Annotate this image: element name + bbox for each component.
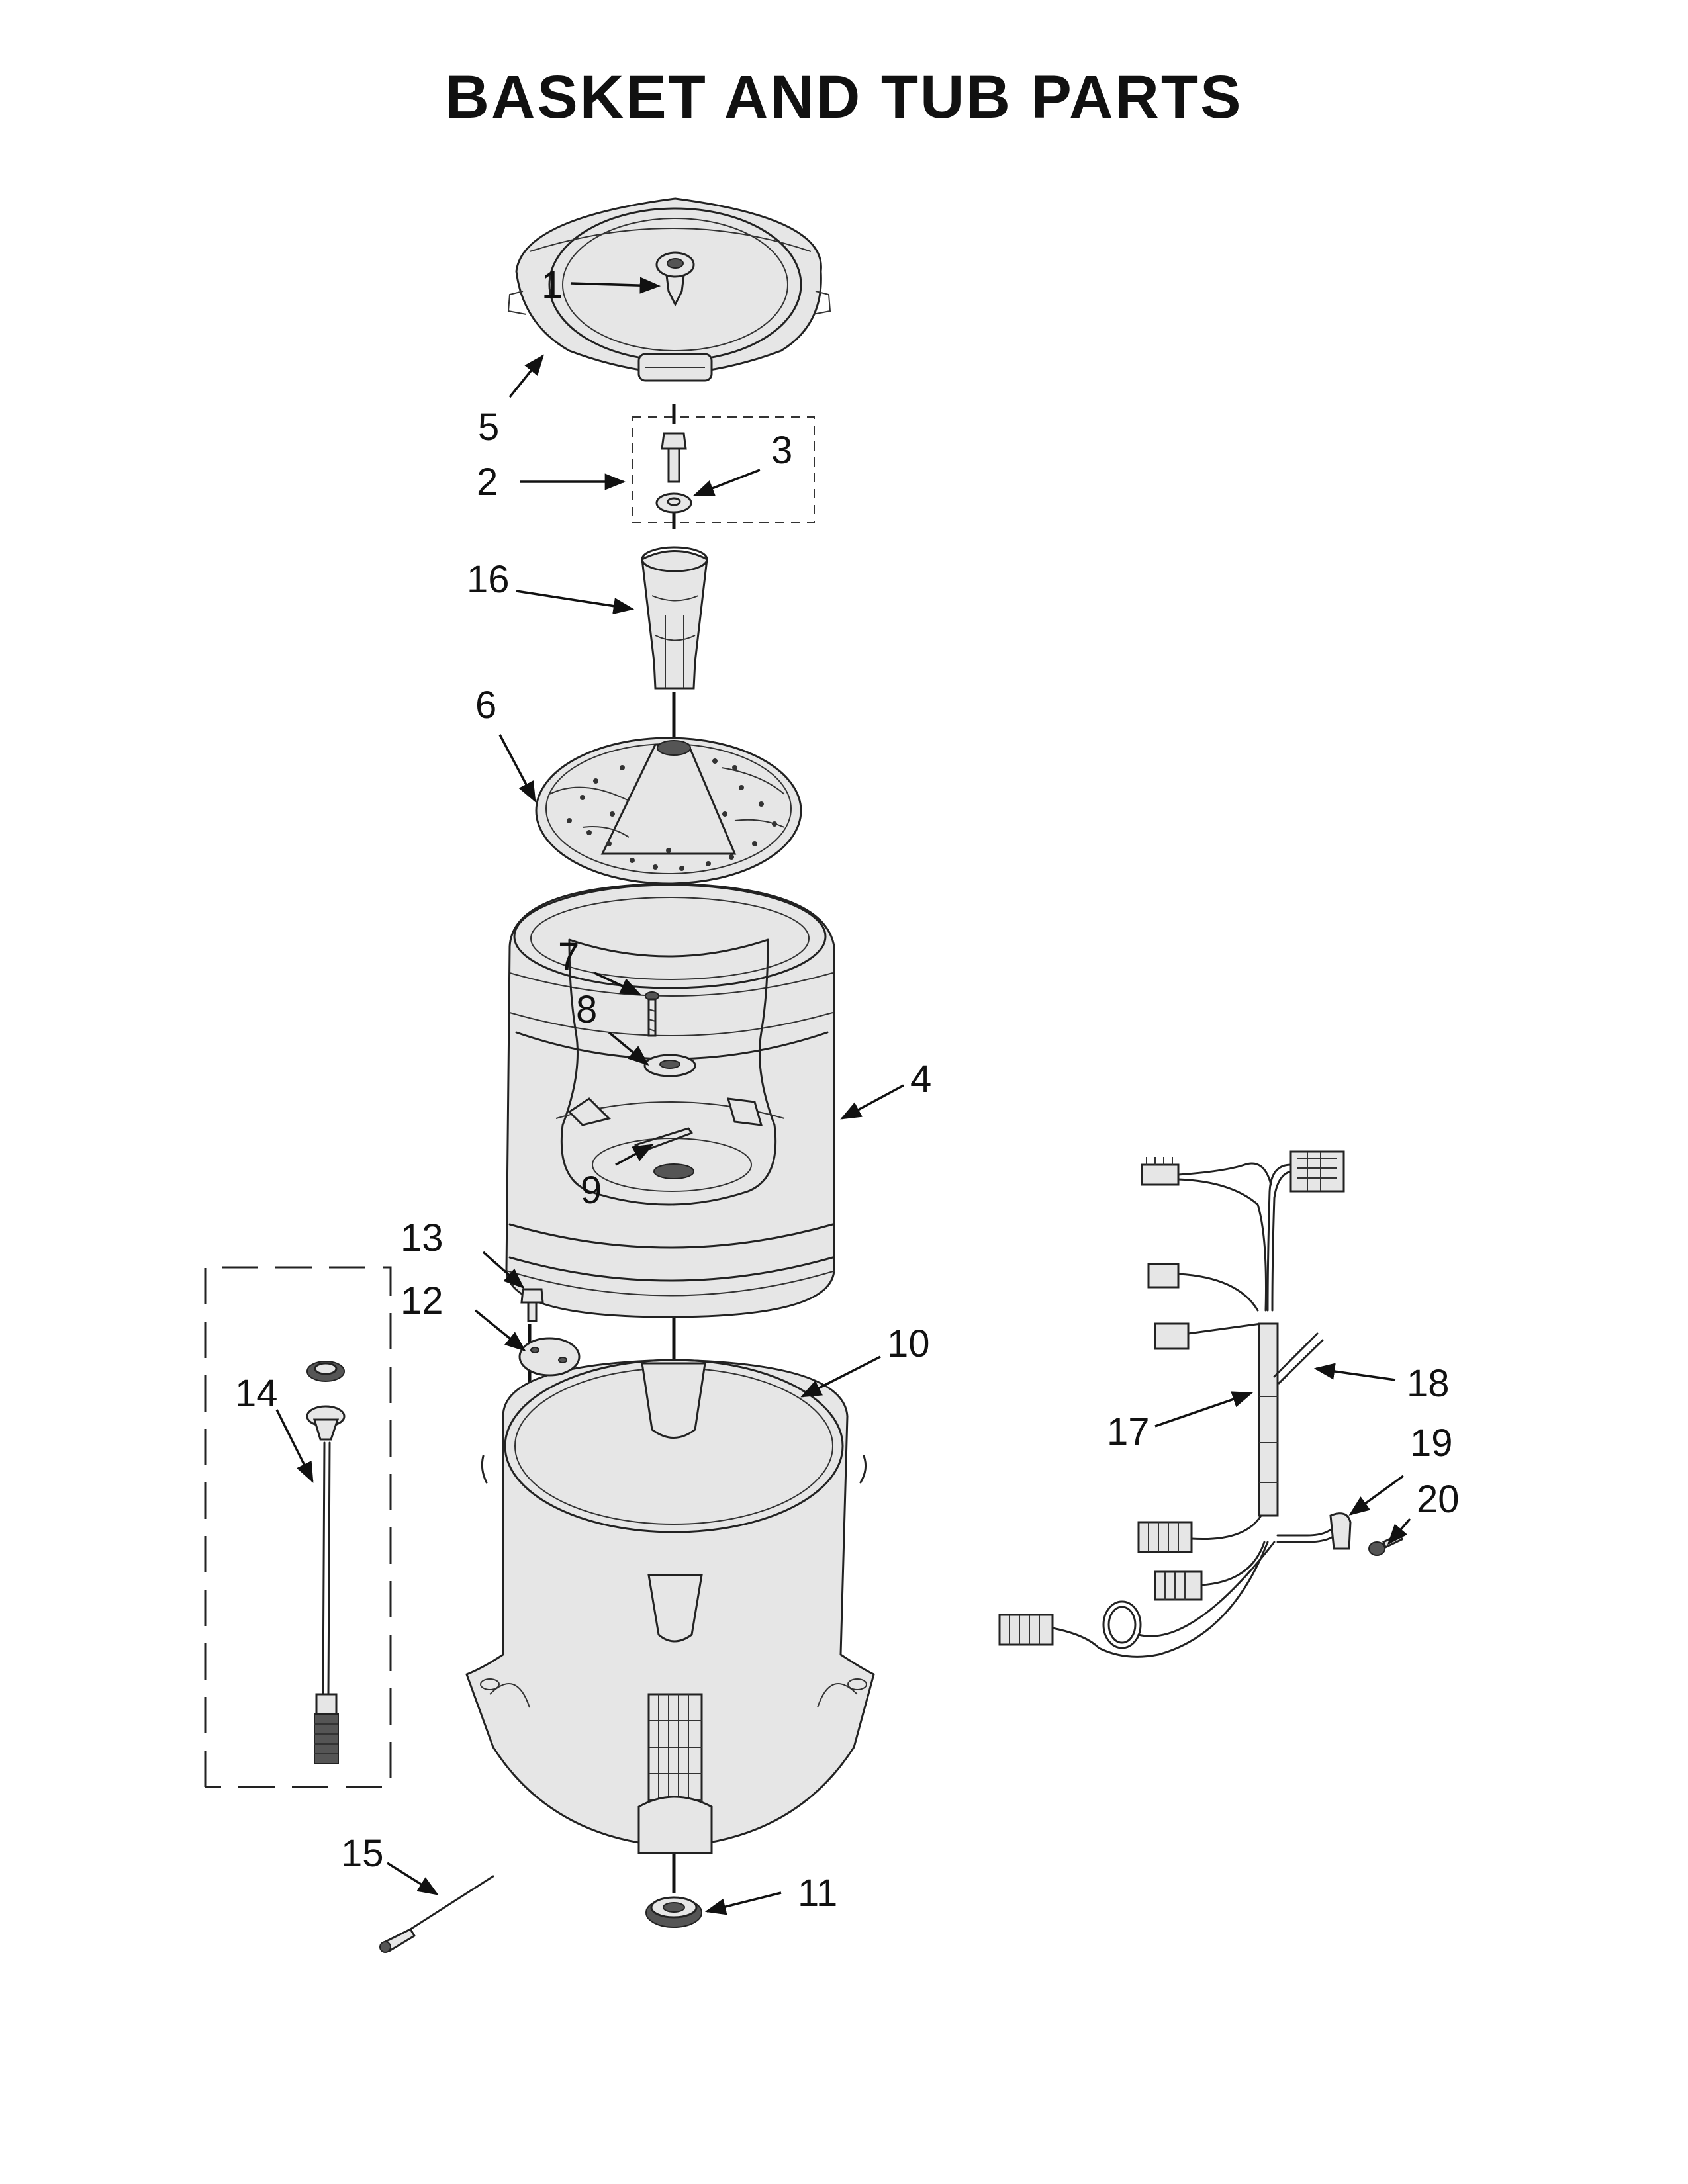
- callout-20: 20: [1417, 1478, 1460, 1521]
- callout-9: 9: [581, 1169, 602, 1212]
- callout-17: 17: [1107, 1410, 1150, 1453]
- callout-19: 19: [1410, 1422, 1453, 1465]
- bolt-icon: [520, 1288, 544, 1322]
- tub-icon: [465, 1359, 875, 1854]
- callout-11: 11: [798, 1872, 837, 1915]
- washer-icon: [655, 492, 692, 514]
- bolt-icon: [661, 432, 687, 483]
- callout-12: 12: [400, 1279, 444, 1322]
- pressure-hose-group-box: [204, 1266, 392, 1788]
- callout-8: 8: [576, 988, 597, 1031]
- hub-icon: [643, 1054, 696, 1077]
- callout-7: 7: [558, 935, 579, 978]
- callout-14: 14: [235, 1372, 278, 1415]
- callout-4: 4: [910, 1058, 931, 1101]
- screw-icon: [645, 991, 659, 1037]
- cap-icon: [655, 251, 695, 307]
- plate-icon: [518, 1337, 581, 1377]
- rod-icon: [379, 1875, 494, 1953]
- callout-13: 13: [400, 1216, 444, 1259]
- impeller-icon: [535, 737, 802, 885]
- basket-icon: [505, 882, 836, 1318]
- page-title: BASKET AND TUB PARTS: [445, 64, 1243, 131]
- callout-10: 10: [887, 1322, 930, 1365]
- drive-shaft-icon: [641, 546, 708, 690]
- callout-labels: 1 2 3 4 5 6 7 8 9 10 11 12 13 14 15 16 1…: [235, 263, 1460, 1915]
- screw-icon: [1368, 1532, 1403, 1556]
- callout-15: 15: [341, 1832, 384, 1875]
- callout-18: 18: [1407, 1362, 1450, 1405]
- callout-1: 1: [541, 263, 563, 306]
- leader-arrows: [275, 277, 1411, 1915]
- pressure-hose-icon: [306, 1361, 346, 1764]
- callout-3: 3: [771, 429, 792, 472]
- callout-2: 2: [477, 461, 498, 504]
- callout-6: 6: [475, 684, 496, 727]
- callout-16: 16: [467, 558, 510, 601]
- seal-icon: [645, 1896, 702, 1928]
- wire-harness-icon: [998, 1150, 1345, 1658]
- callout-5: 5: [478, 406, 499, 449]
- clamp-icon: [1329, 1512, 1352, 1550]
